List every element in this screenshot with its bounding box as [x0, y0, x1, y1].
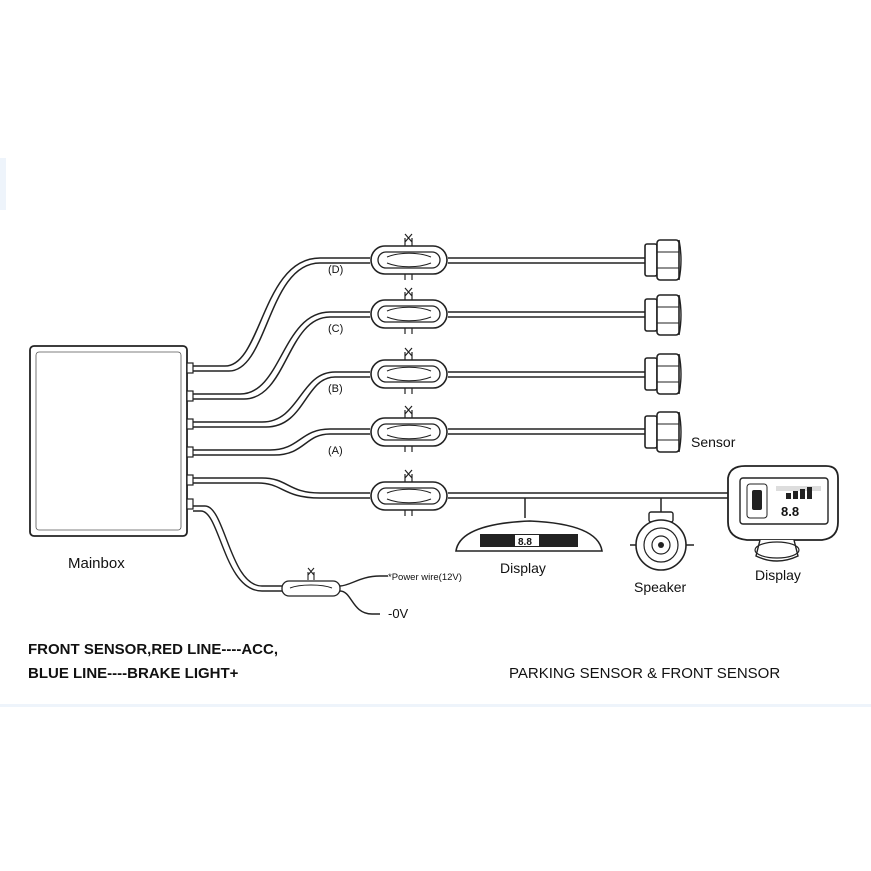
- speaker-label: Speaker: [634, 579, 686, 595]
- channel-c-wire: [193, 311, 645, 400]
- display-wire: [193, 477, 728, 518]
- channel-a-wire: [193, 428, 645, 456]
- left-edge-band: [0, 158, 6, 210]
- display-unit-readout: 8.8: [781, 504, 799, 519]
- mainbox: [29, 345, 194, 537]
- channel-d-wire: [193, 257, 645, 372]
- bottom-band: [0, 704, 871, 707]
- power-connector: [281, 567, 341, 597]
- channel-b-label: (B): [328, 383, 343, 395]
- channel-c-label: (C): [328, 323, 343, 335]
- caption: PARKING SENSOR & FRONT SENSOR: [509, 665, 780, 682]
- note-line-2: BLUE LINE----BRAKE LIGHT+: [28, 665, 239, 682]
- display-unit: [727, 465, 839, 562]
- display-bar-label: Display: [500, 560, 546, 576]
- display-unit-label: Display: [755, 567, 801, 583]
- channel-d-label: (D): [328, 264, 343, 276]
- sensor-label: Sensor: [691, 434, 736, 450]
- speaker: [630, 511, 694, 571]
- note-line-1: FRONT SENSOR,RED LINE----ACC,: [28, 641, 278, 658]
- power-wire-label: *Power wire(12V): [388, 572, 462, 583]
- display-bar: [455, 520, 603, 552]
- ground-label: -0V: [388, 606, 409, 621]
- power-wire: [193, 505, 388, 615]
- mainbox-label: Mainbox: [68, 555, 125, 572]
- channel-a-label: (A): [328, 445, 343, 457]
- display-bar-readout: 8.8: [518, 537, 532, 548]
- channel-b-wire: [193, 371, 645, 428]
